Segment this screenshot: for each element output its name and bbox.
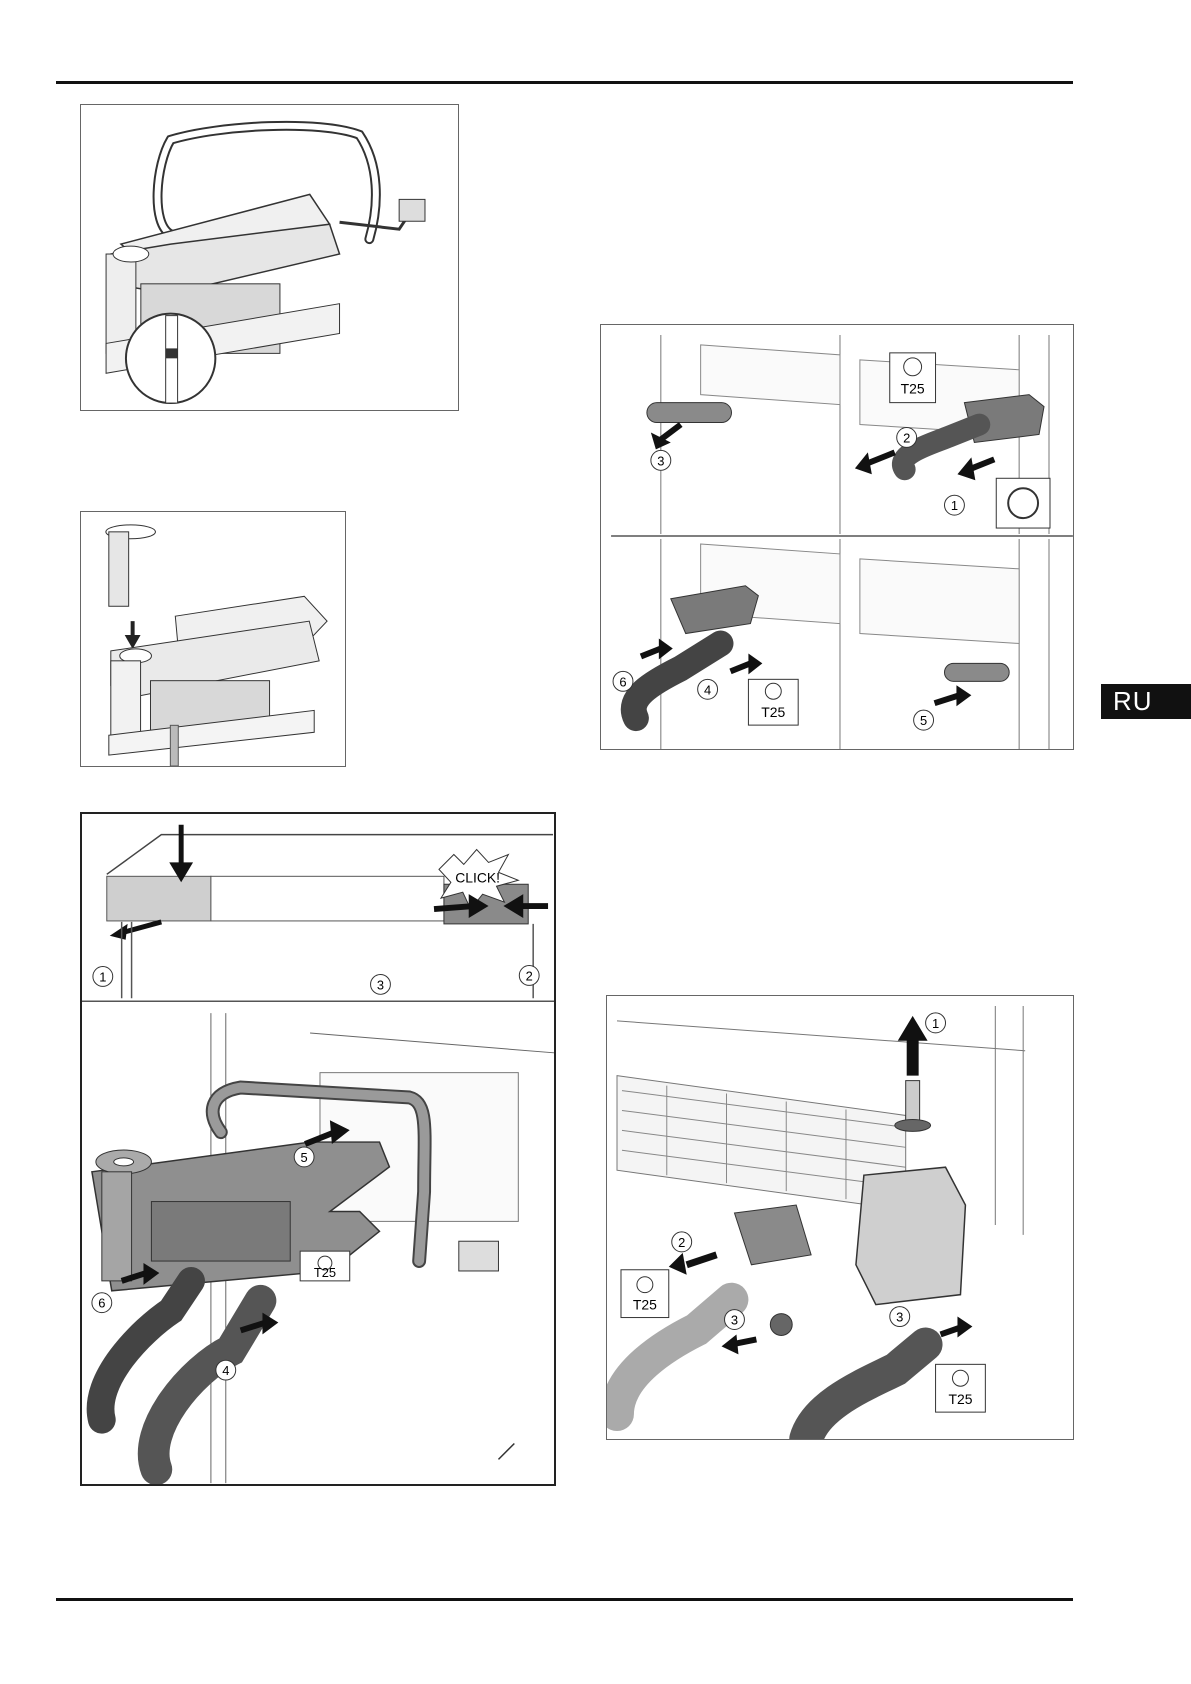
- lower-hinge-illustration: 1 2 T25 3 3 T25: [607, 1005, 1026, 1439]
- figure-hinge-cable: [80, 104, 459, 411]
- step-label: 1: [99, 969, 106, 984]
- step-label: 2: [678, 1235, 685, 1250]
- figure-cover-and-hinge-mount: CLICK! 1 3 2 5 T25 6 4: [80, 812, 556, 1486]
- svg-text:6: 6: [619, 674, 626, 689]
- svg-text:T25: T25: [761, 704, 785, 720]
- hinge-cover-screws-illustration: 3 T25 2 1 6 4 T25 5: [611, 334, 1073, 749]
- step-label: 3: [896, 1310, 903, 1325]
- step-label: 5: [301, 1150, 308, 1165]
- step-label: 4: [222, 1363, 229, 1378]
- svg-text:2: 2: [903, 430, 910, 445]
- svg-text:5: 5: [920, 713, 927, 728]
- figure-hinge-pin: [80, 511, 346, 767]
- language-tab: RU: [1101, 684, 1191, 719]
- svg-text:4: 4: [704, 682, 711, 697]
- step-label: 1: [932, 1016, 939, 1031]
- step-label: 3: [731, 1313, 738, 1328]
- svg-text:T25: T25: [948, 1391, 972, 1407]
- top-rule: [56, 81, 1073, 84]
- step-label: 3: [657, 453, 664, 468]
- svg-text:1: 1: [951, 498, 958, 513]
- click-label: CLICK!: [455, 869, 500, 885]
- hinge-cable-illustration: [105, 120, 426, 405]
- hinge-pin-illustration: [105, 524, 328, 766]
- step-label: 2: [526, 968, 533, 983]
- tool-label: T25: [901, 381, 925, 397]
- bottom-rule: [56, 1598, 1073, 1601]
- tool-label: T25: [314, 1265, 336, 1280]
- step-label: 3: [377, 977, 384, 992]
- step-label: 6: [98, 1296, 105, 1311]
- cover-hinge-illustration: CLICK! 1 3 2 5 T25 6 4: [82, 824, 554, 1484]
- tool-label: T25: [633, 1297, 657, 1313]
- figure-hinge-cover-screws: 3 T25 2 1 6 4 T25 5: [600, 324, 1074, 750]
- figure-lower-hinge: 1 2 T25 3 3 T25: [606, 995, 1074, 1440]
